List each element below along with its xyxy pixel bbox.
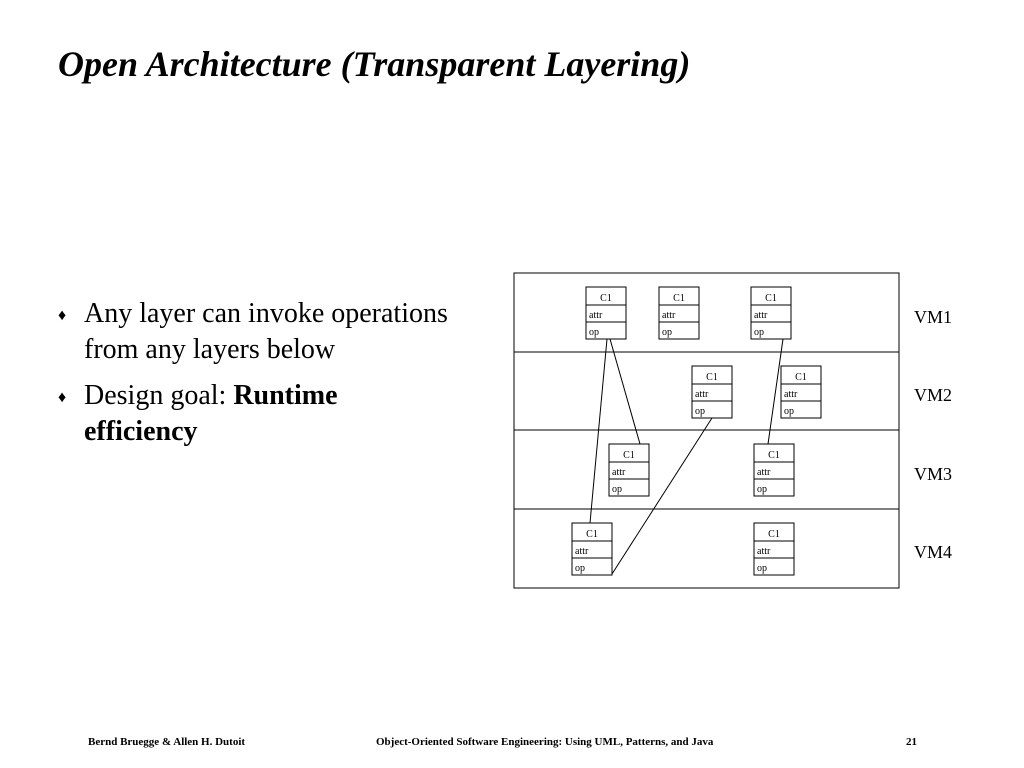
class-name: C1 <box>768 529 780 540</box>
association-line <box>767 338 784 445</box>
class-box <box>753 522 795 576</box>
class-name: C1 <box>795 372 807 383</box>
layer-label-vm1: VM1 <box>914 307 952 327</box>
class-name: C1 <box>706 372 718 383</box>
class-op: op <box>784 406 794 417</box>
class-box <box>658 286 700 340</box>
class-attr: attr <box>695 389 709 400</box>
class-box <box>780 365 822 419</box>
diamond-bullet-icon: ♦ <box>58 307 67 324</box>
diamond-bullet-icon: ♦ <box>58 389 67 406</box>
bullet-emphasis: Runtime efficiency <box>84 380 338 447</box>
class-name: C1 <box>673 293 685 304</box>
class-name: C1 <box>765 293 777 304</box>
class-box <box>750 286 792 340</box>
class-box <box>753 443 795 497</box>
layer-label-vm3: VM3 <box>914 464 952 484</box>
layer-label-vm4: VM4 <box>914 542 952 562</box>
class-op: op <box>662 327 672 338</box>
association-line <box>611 417 713 575</box>
class-name: C1 <box>586 529 598 540</box>
bullet-text: Any layer can invoke operations from any… <box>84 298 448 365</box>
class-attr: attr <box>612 467 626 478</box>
class-name: C1 <box>600 293 612 304</box>
class-op: op <box>695 406 705 417</box>
class-attr: attr <box>754 310 768 321</box>
class-op: op <box>757 484 767 495</box>
footer-authors: Bernd Bruegge & Allen H. Dutoit <box>88 736 246 748</box>
class-name: C1 <box>768 450 780 461</box>
bullet-text: Design goal: <box>84 380 234 411</box>
class-attr: attr <box>589 310 603 321</box>
layer-label-vm2: VM2 <box>914 385 952 405</box>
class-op: op <box>589 327 599 338</box>
bullet-item: ♦ Design goal: Runtime efficiency <box>58 378 458 450</box>
class-op: op <box>612 484 622 495</box>
association-line <box>589 338 608 524</box>
class-op: op <box>754 327 764 338</box>
class-attr: attr <box>575 546 589 557</box>
class-box <box>585 286 627 340</box>
class-box <box>608 443 650 497</box>
class-op: op <box>575 563 585 574</box>
footer-book-title: Object-Oriented Software Engineering: Us… <box>376 736 714 748</box>
class-attr: attr <box>662 310 676 321</box>
bullet-list: ♦ Any layer can invoke operations from a… <box>58 296 458 460</box>
class-attr: attr <box>757 546 771 557</box>
class-attr: attr <box>757 467 771 478</box>
class-name: C1 <box>623 450 635 461</box>
slide-title: Open Architecture (Transparent Layering) <box>58 44 691 84</box>
class-box <box>571 522 613 576</box>
bullet-item: ♦ Any layer can invoke operations from a… <box>58 296 458 368</box>
class-box <box>691 365 733 419</box>
association-line <box>609 338 641 445</box>
class-op: op <box>757 563 767 574</box>
footer-page-number: 21 <box>906 736 917 748</box>
class-attr: attr <box>784 389 798 400</box>
